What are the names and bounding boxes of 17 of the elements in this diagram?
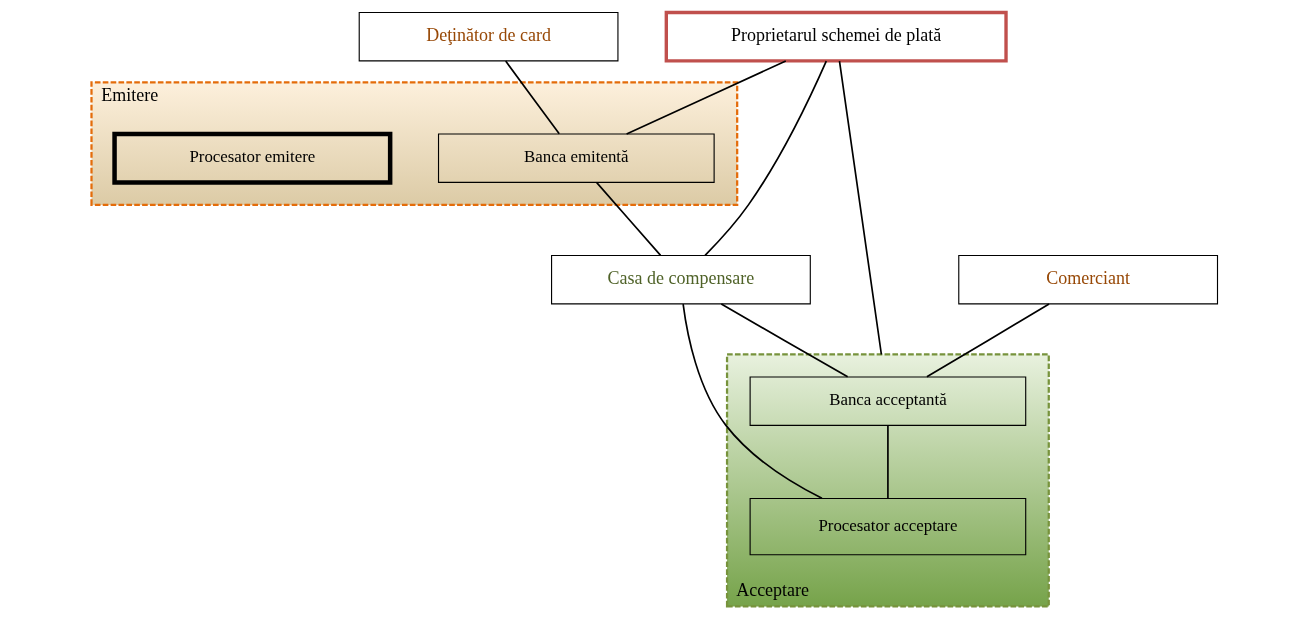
connector: [886, 424, 889, 499]
connector: [720, 303, 848, 378]
node-box: Proprietarul schemei de plată: [664, 10, 1008, 63]
connector: [838, 60, 882, 356]
connector: [625, 60, 787, 135]
node-box: Casa de compensare: [550, 254, 811, 305]
node-box: Deţinător de card: [358, 11, 618, 62]
node-box: Banca acceptantă: [749, 376, 1026, 426]
node-box: Procesator acceptare: [749, 497, 1026, 556]
node-box: Procesator emitere: [111, 131, 392, 185]
connector: [504, 60, 560, 135]
connector: [925, 303, 1050, 378]
connector: [681, 303, 823, 500]
node-box: Banca emitentă: [437, 133, 715, 183]
connector: [595, 181, 661, 257]
node-box: Comerciant: [957, 254, 1218, 305]
connector: [703, 60, 827, 257]
